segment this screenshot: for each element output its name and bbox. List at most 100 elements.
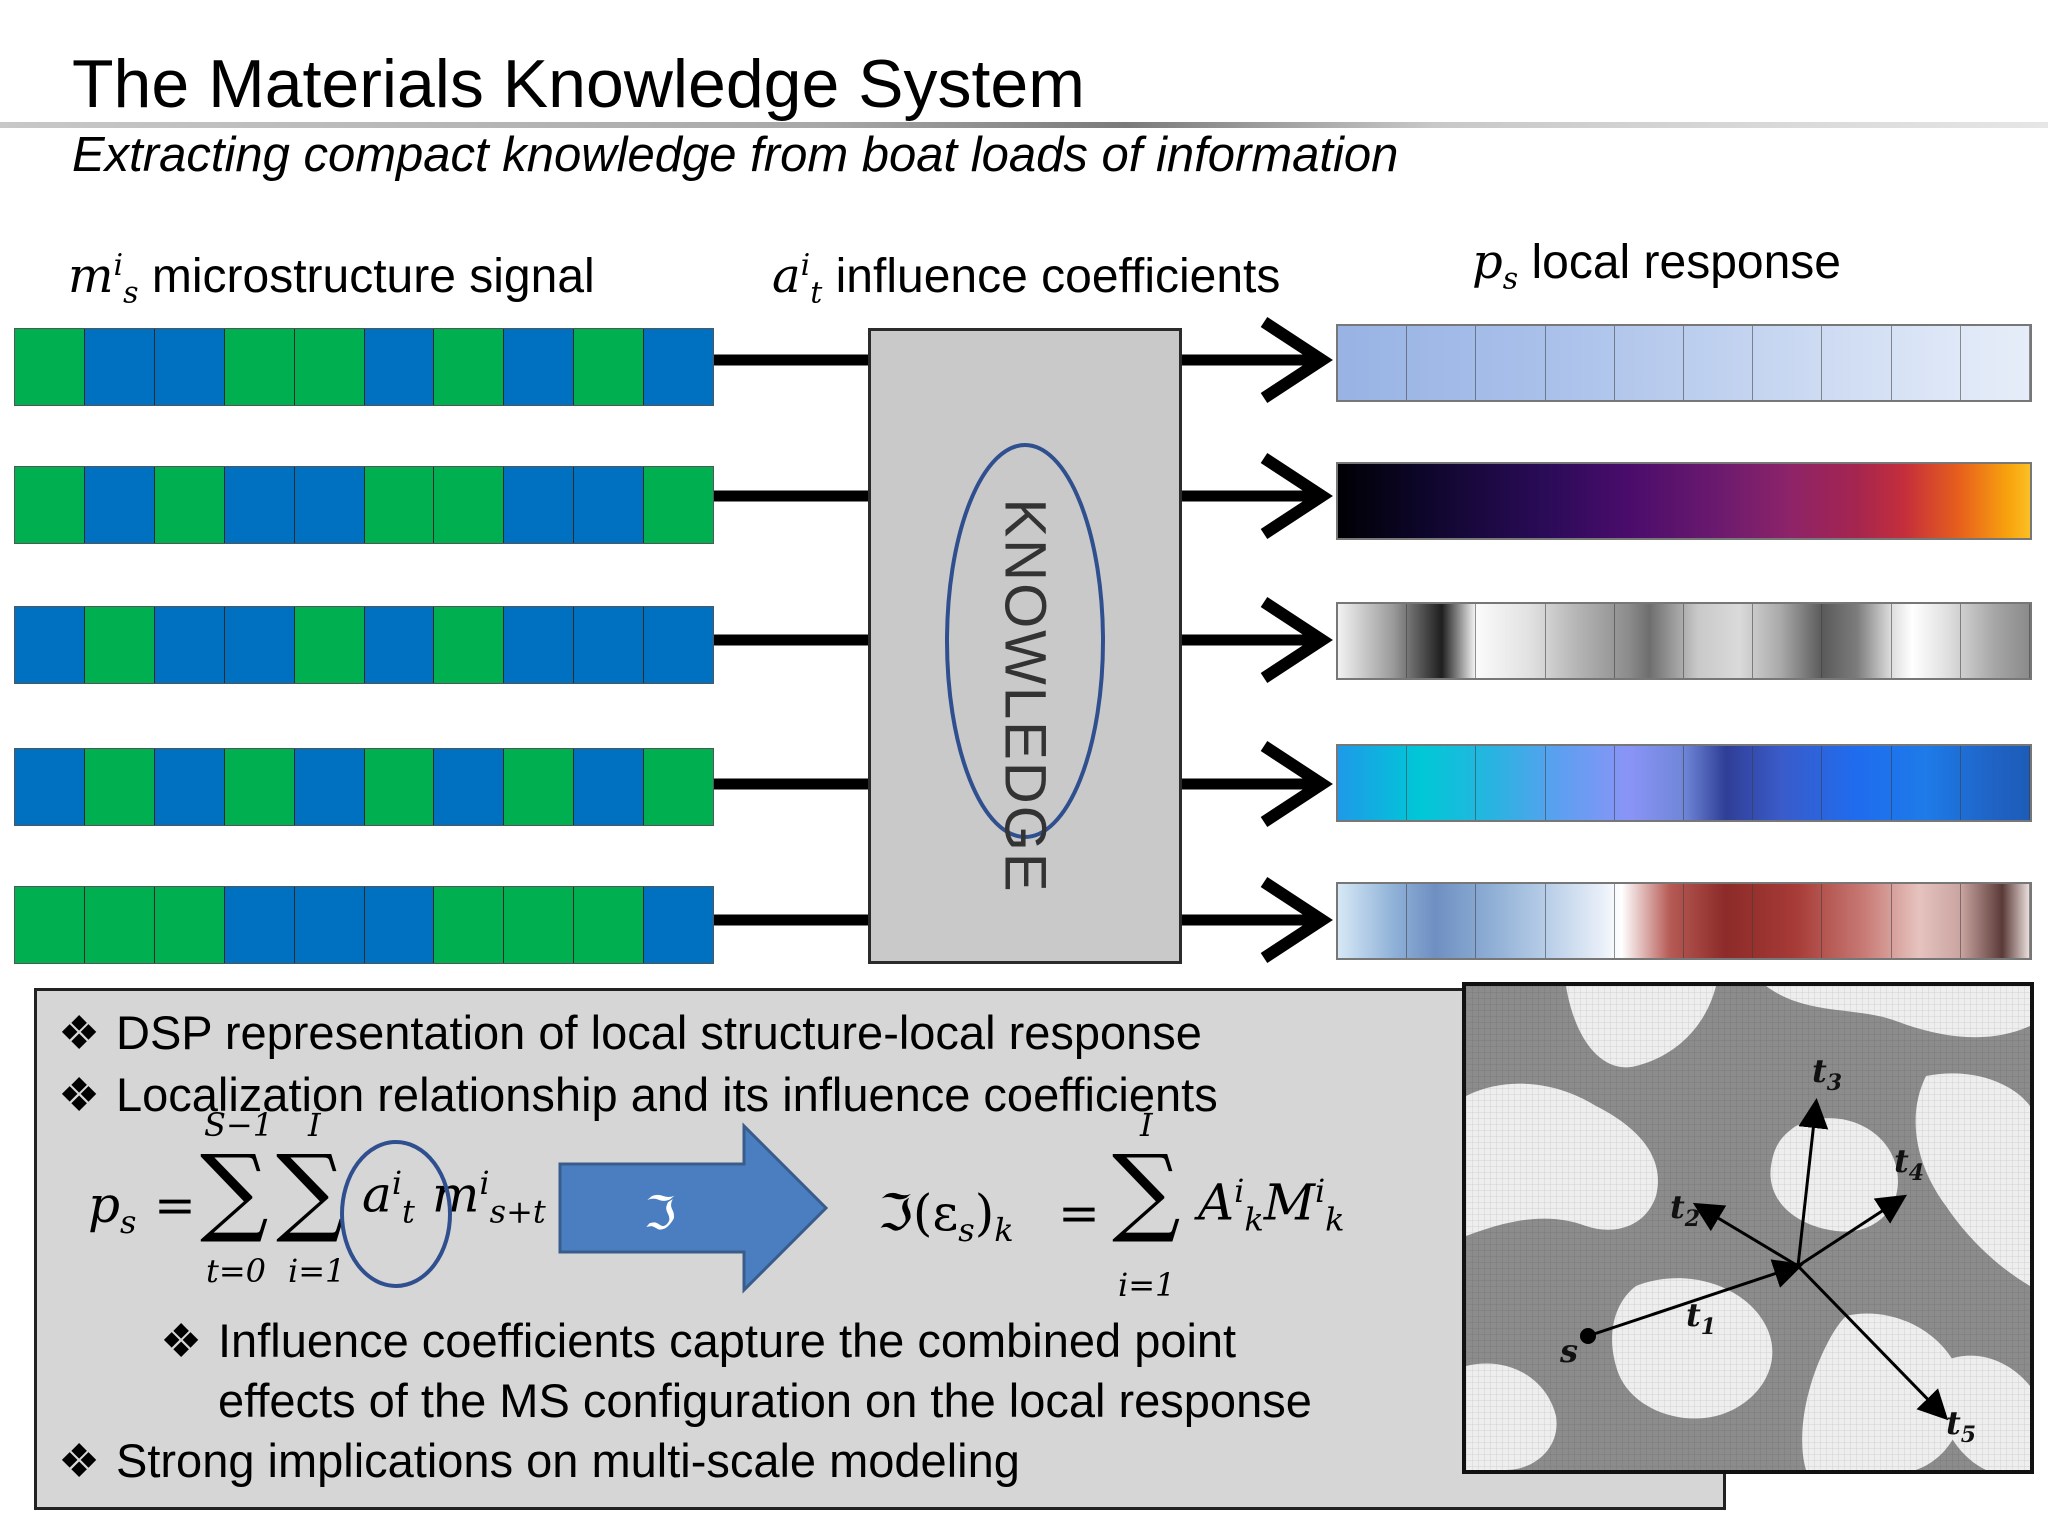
phase-cell [224, 329, 295, 405]
phase-cell [294, 607, 365, 683]
bullet-multiscale: ❖Strong implications on multi-scale mode… [58, 1432, 1020, 1490]
phase-cell [15, 607, 85, 683]
phase-cell [644, 467, 714, 543]
phase-cell [154, 329, 225, 405]
sum1-upper-limit: S−1 [204, 1106, 274, 1144]
formula-equals: = [154, 1176, 196, 1234]
fourier-lhs-close: ) [974, 1184, 995, 1242]
fourier-term-M-sub: k [1325, 1200, 1345, 1239]
phase-cell [364, 329, 435, 405]
fourier-term-M: M [1263, 1173, 1315, 1232]
response-strip-2 [1336, 462, 2032, 540]
phase-cell [84, 467, 155, 543]
fourier-lhs: ℑ(εs)k [878, 1184, 1014, 1249]
microstructure-strip-4 [14, 748, 714, 826]
fourier-lhs-sub: s [958, 1211, 975, 1249]
phase-cell [504, 607, 575, 683]
diamond-bullet-icon: ❖ [160, 1314, 203, 1367]
bullet-multiscale-text: Strong implications on multi-scale model… [116, 1434, 1020, 1487]
term-a-letter: a [362, 1165, 392, 1224]
phase-cell [15, 329, 85, 405]
phase-cell [504, 749, 575, 825]
term-a-sup: i [391, 1164, 403, 1202]
header-response-symbol: p [1472, 234, 1503, 290]
fourier-sum-upper: I [1140, 1106, 1153, 1144]
arrowhead-5 [1260, 876, 1333, 964]
bullet-influence-line1: Influence coefficients capture the combi… [218, 1314, 1237, 1367]
sum2-sigma: ∑ [276, 1134, 345, 1246]
phase-cell [15, 887, 85, 963]
phase-cell [434, 607, 505, 683]
sum1-sigma: ∑ [200, 1134, 269, 1246]
slide-title: The Materials Knowledge System [72, 46, 1085, 122]
phase-cell [644, 887, 714, 963]
header-influence-symbol: a [772, 248, 801, 304]
phase-cell [504, 467, 575, 543]
phase-cell [434, 329, 505, 405]
label-t4: t4 [1894, 1142, 1924, 1186]
sum1-lower-limit: t=0 [206, 1252, 267, 1290]
arrowhead-3 [1260, 596, 1333, 684]
response-strip-3 [1336, 602, 2032, 680]
sum2-upper-limit: I [308, 1106, 321, 1144]
term-m-sub: s+t [489, 1192, 546, 1231]
microstructure-strip-5 [14, 886, 714, 964]
fourier-lhs-main: ℑ(ε [878, 1184, 959, 1242]
microstructure-strip-2 [14, 466, 714, 544]
fourier-term-M-sup: i [1314, 1172, 1326, 1210]
label-t5: t5 [1946, 1404, 1976, 1448]
transform-arrow-label: ℑ [644, 1186, 677, 1240]
fourier-term-A-sub: k [1244, 1200, 1264, 1239]
phase-cell [224, 607, 295, 683]
phase-cell [15, 749, 85, 825]
label-s: s [1559, 1332, 1578, 1370]
bullet-influence-line2: effects of the MS configuration on the l… [218, 1374, 1312, 1427]
phase-cell [154, 749, 225, 825]
phase-cell [154, 607, 225, 683]
phase-cell [574, 329, 645, 405]
phase-cell [574, 749, 645, 825]
phase-cell [504, 887, 575, 963]
fourier-term-A: A [1198, 1173, 1235, 1232]
header-influence-sub: t [810, 275, 823, 311]
phase-cell [434, 887, 505, 963]
phase-cell [364, 887, 435, 963]
diamond-bullet-icon: ❖ [58, 1006, 101, 1059]
phase-cell [644, 329, 714, 405]
bullet-dsp-text: DSP representation of local structure-lo… [116, 1006, 1202, 1059]
diamond-bullet-icon: ❖ [58, 1068, 101, 1121]
phase-cell [364, 467, 435, 543]
label-t1: t1 [1686, 1296, 1716, 1340]
response-strip-5 [1336, 882, 2032, 960]
bullet-localization-text: Localization relationship and its influe… [116, 1068, 1218, 1121]
knowledge-label: KNOWLEDGE [992, 498, 1058, 894]
response-strip-1 [1336, 324, 2032, 402]
header-microstructure-sup: i [113, 248, 124, 283]
label-t2: t2 [1670, 1188, 1700, 1232]
phase-cell [84, 749, 155, 825]
header-influence-label: influence coefficients [835, 250, 1281, 303]
bullet-localization: ❖ Localization relationship and its influ… [58, 1066, 1218, 1124]
phase-cell [574, 467, 645, 543]
header-microstructure: mis microstructure signal [68, 236, 595, 324]
phase-cell [294, 887, 365, 963]
phase-cell [644, 607, 714, 683]
fourier-lhs-k: k [994, 1211, 1014, 1249]
origin-point [1580, 1328, 1596, 1344]
microstructure-image: s t1 t2 t3 t4 t5 [1462, 982, 2034, 1474]
microstructure-vectors-svg: s t1 t2 t3 t4 t5 [1466, 986, 2030, 1470]
phase-cell [84, 607, 155, 683]
phase-cell [15, 467, 85, 543]
formula-lhs-sub: s [120, 1203, 137, 1241]
fourier-term-A-sup: i [1234, 1172, 1245, 1210]
phase-cell [364, 607, 435, 683]
phase-cell [294, 329, 365, 405]
sum2-lower-limit: i=1 [288, 1252, 346, 1290]
term-m-sup: i [479, 1164, 490, 1202]
header-microstructure-label: microstructure signal [151, 250, 595, 303]
knowledge-box [868, 328, 1182, 964]
formula-lhs-p: p [88, 1176, 121, 1234]
bullet-influence-cont: effects of the MS configuration on the l… [218, 1372, 1312, 1430]
fourier-sum-sigma: ∑ [1112, 1134, 1181, 1246]
